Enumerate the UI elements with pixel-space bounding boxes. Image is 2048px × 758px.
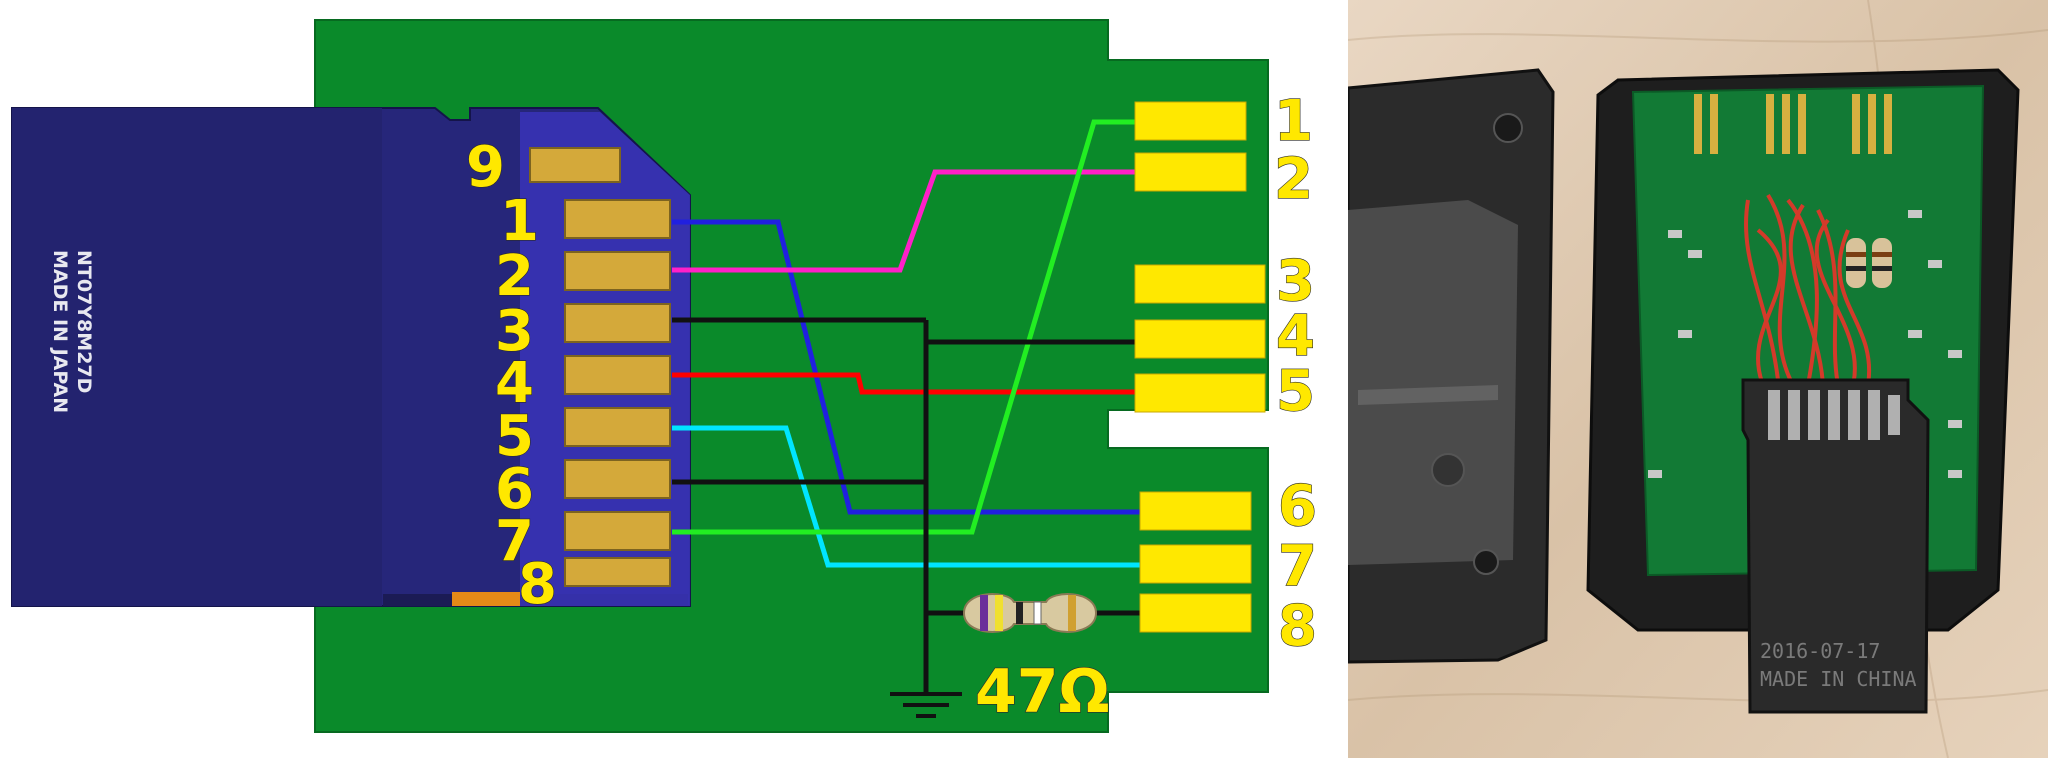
sd-pin-label-4: 4	[495, 351, 534, 416]
sd-pin-label-2: 2	[495, 244, 534, 309]
device-photo: 2016-07-17 MADE IN CHINA	[1348, 0, 2048, 758]
conn-pad-6	[1139, 491, 1252, 531]
sd-pad-8	[564, 557, 671, 587]
conn-pin-label-8: 8	[1278, 594, 1317, 659]
case-shell-left	[1348, 68, 1555, 664]
conn-pad-5	[1134, 373, 1266, 413]
wire-sd7-to-conn1	[672, 119, 1135, 535]
conn-pad-7	[1139, 544, 1252, 584]
connector-pads	[1134, 101, 1266, 633]
conn-pin-label-3: 3	[1276, 249, 1315, 314]
sd-pad-6	[564, 459, 671, 499]
sd-pad-4	[564, 355, 671, 395]
photo-chip-print-line1: 2016-07-17	[1760, 639, 1880, 663]
conn-pad-4	[1134, 319, 1266, 359]
photo-chip-print-line2: MADE IN CHINA	[1760, 667, 1917, 691]
photo-sd-card	[1741, 378, 1930, 714]
sd-pin-label-8: 8	[518, 552, 557, 617]
sd-pin-label-3: 3	[495, 299, 534, 364]
wiring-diagram: NT07Y8M27D MADE IN JAPAN 9 1 2 3 4 5 6 7…	[11, 19, 1318, 733]
conn-pin-label-5: 5	[1276, 359, 1315, 424]
conn-pad-1	[1134, 101, 1247, 141]
sd-pad-7	[564, 511, 671, 551]
sd-contact-pads	[529, 147, 671, 587]
sd-pad-3	[564, 303, 671, 343]
conn-pin-label-7: 7	[1278, 534, 1317, 599]
conn-pad-8	[1139, 593, 1252, 633]
ground-icon	[890, 692, 962, 718]
case-shell-right: 2016-07-17 MADE IN CHINA	[1586, 68, 2020, 714]
connector-pin-labels: 1 2 3 4 5 6 7 8	[1273, 88, 1317, 659]
wires	[672, 119, 1140, 692]
conn-pin-label-4: 4	[1276, 304, 1315, 369]
card-print-line2: MADE IN JAPAN	[49, 250, 71, 413]
sd-pin-labels: 9 1 2 3 4 5 6 7 8	[465, 134, 557, 617]
sd-pin-label-6: 6	[495, 457, 534, 522]
sd-pad-2	[564, 251, 671, 291]
wire-sd4-to-conn5	[672, 372, 1135, 395]
card-orange-tab	[452, 592, 520, 606]
conn-pin-label-2: 2	[1274, 147, 1313, 212]
conn-pad-2	[1134, 152, 1247, 192]
sd-pin-label-7: 7	[495, 509, 534, 574]
sd-pad-1	[564, 199, 671, 239]
resistor-icon	[962, 593, 1098, 633]
card-print-line1: NT07Y8M27D	[73, 250, 95, 393]
resistor-label: 47Ω	[975, 657, 1110, 727]
conn-pad-3	[1134, 264, 1266, 304]
sd-pin-label-9: 9	[466, 135, 505, 200]
wire-sd5-to-conn7	[672, 425, 1140, 568]
sd-pin-label-1: 1	[500, 189, 539, 254]
wire-sd1-to-conn6	[672, 219, 1140, 515]
sd-pad-9	[529, 147, 621, 183]
conn-pin-label-6: 6	[1278, 474, 1317, 539]
sd-pin-label-5: 5	[495, 404, 534, 469]
wire-sd2-to-conn2	[672, 169, 1135, 273]
conn-pin-label-1: 1	[1274, 89, 1313, 154]
sd-pad-5	[564, 407, 671, 447]
